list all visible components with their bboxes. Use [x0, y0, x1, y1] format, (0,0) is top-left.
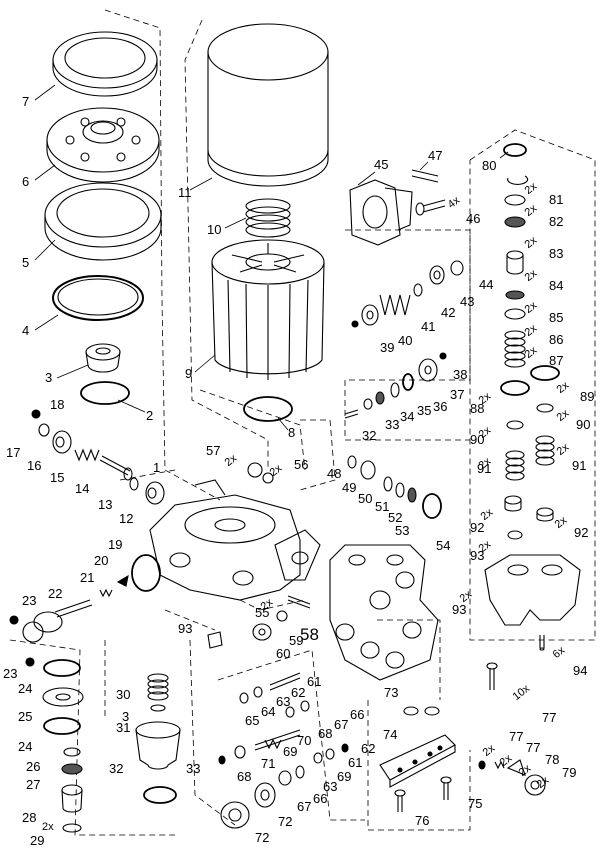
part-63-67-small-parts [218, 672, 349, 786]
part-48-screw [415, 199, 446, 216]
part-8-o-ring [243, 396, 293, 422]
leader-lines [34, 84, 509, 431]
part-19-o-ring [131, 554, 161, 592]
part-96-adapter [207, 631, 223, 649]
part-88-ring [504, 308, 526, 320]
part-85-seal [504, 216, 526, 228]
part-75-rings [403, 706, 440, 716]
part-4-o-ring [52, 275, 144, 321]
part-76-plate [379, 734, 456, 788]
part-27-seal [61, 763, 83, 775]
part-78-81-check-valve [478, 759, 546, 796]
part-45-plug [429, 265, 445, 285]
part-7-seal [52, 31, 158, 97]
part-25-plate [42, 687, 84, 707]
part-49-pin [411, 169, 439, 183]
part-46-ring [450, 260, 464, 276]
part-36-seal [375, 391, 385, 405]
part-35-washer [363, 398, 373, 410]
part-44-ring [413, 283, 423, 297]
part-54-ring [407, 487, 417, 503]
part-53-ring [395, 482, 405, 498]
part-77-screw [394, 662, 498, 812]
part-74-cap [220, 801, 250, 829]
part-47-cover [349, 179, 413, 246]
part-39-plug [418, 358, 438, 382]
part-12-nut [145, 481, 165, 505]
part-10-spring [245, 198, 291, 238]
part-51-plug [360, 460, 376, 480]
part-57-pin [287, 595, 311, 609]
part-95-pin [539, 635, 545, 651]
part-84-washer [504, 194, 526, 206]
part-73-plug [254, 782, 276, 808]
part-58-nut [262, 472, 274, 484]
part-38-spring [402, 373, 414, 391]
part-43-spring [379, 294, 411, 316]
part-33-circlip [143, 786, 177, 804]
part-31-ring [150, 704, 166, 712]
part-50-ring [347, 455, 357, 469]
part-26-ring [63, 747, 81, 757]
part-56-valve-block [329, 544, 439, 681]
part-42-piston [361, 304, 379, 326]
part-21-spring [99, 588, 113, 598]
part-62-fitting [252, 623, 272, 641]
part-9-housing [211, 239, 325, 380]
part-89-spring [504, 330, 526, 368]
part-55-o-ring [422, 493, 442, 519]
part-32-housing [135, 721, 181, 770]
part-16-piston [52, 430, 72, 454]
part-82-ring [503, 143, 527, 157]
part-24b-o-ring [43, 717, 81, 735]
part-61-ring [276, 610, 288, 622]
part-41-ball [351, 320, 359, 328]
part-13-washer [129, 477, 139, 491]
part-83-clip [507, 175, 529, 185]
part-6-valve-disc [46, 107, 160, 183]
part-22-shaft [22, 599, 93, 643]
part-40-cap [439, 352, 447, 360]
part-18-cap [31, 409, 41, 419]
part-59-nut [247, 462, 263, 478]
part-5-ring [44, 182, 162, 261]
part-91-valves [506, 403, 554, 430]
part-2-o-ring [80, 381, 130, 405]
part-30-spring [147, 673, 169, 701]
part-86-valve [506, 250, 524, 275]
part-90a-ring [500, 380, 530, 396]
part-93-plugs [504, 495, 554, 540]
part-87-seal [505, 290, 525, 300]
part-3-plug [85, 343, 121, 373]
part-14-pin [99, 455, 133, 481]
part-28-valve [61, 784, 83, 813]
part-92-springs [505, 435, 555, 481]
part-90b-ring [530, 365, 560, 381]
part-11-cartridge [207, 23, 329, 187]
part-17-washer [38, 423, 50, 437]
part-52-ring [383, 476, 393, 492]
part-23-screw [9, 615, 35, 667]
part-29-ring [62, 823, 82, 833]
part-24-o-ring [43, 659, 81, 677]
part-94-body [484, 554, 581, 626]
part-15-spring [74, 448, 100, 462]
part-34-screw [344, 409, 359, 419]
part-1-main-body [149, 479, 321, 601]
assembly-guide-lines [9, 9, 596, 836]
part-37-ring [390, 382, 400, 398]
part-20-clip [116, 574, 129, 587]
